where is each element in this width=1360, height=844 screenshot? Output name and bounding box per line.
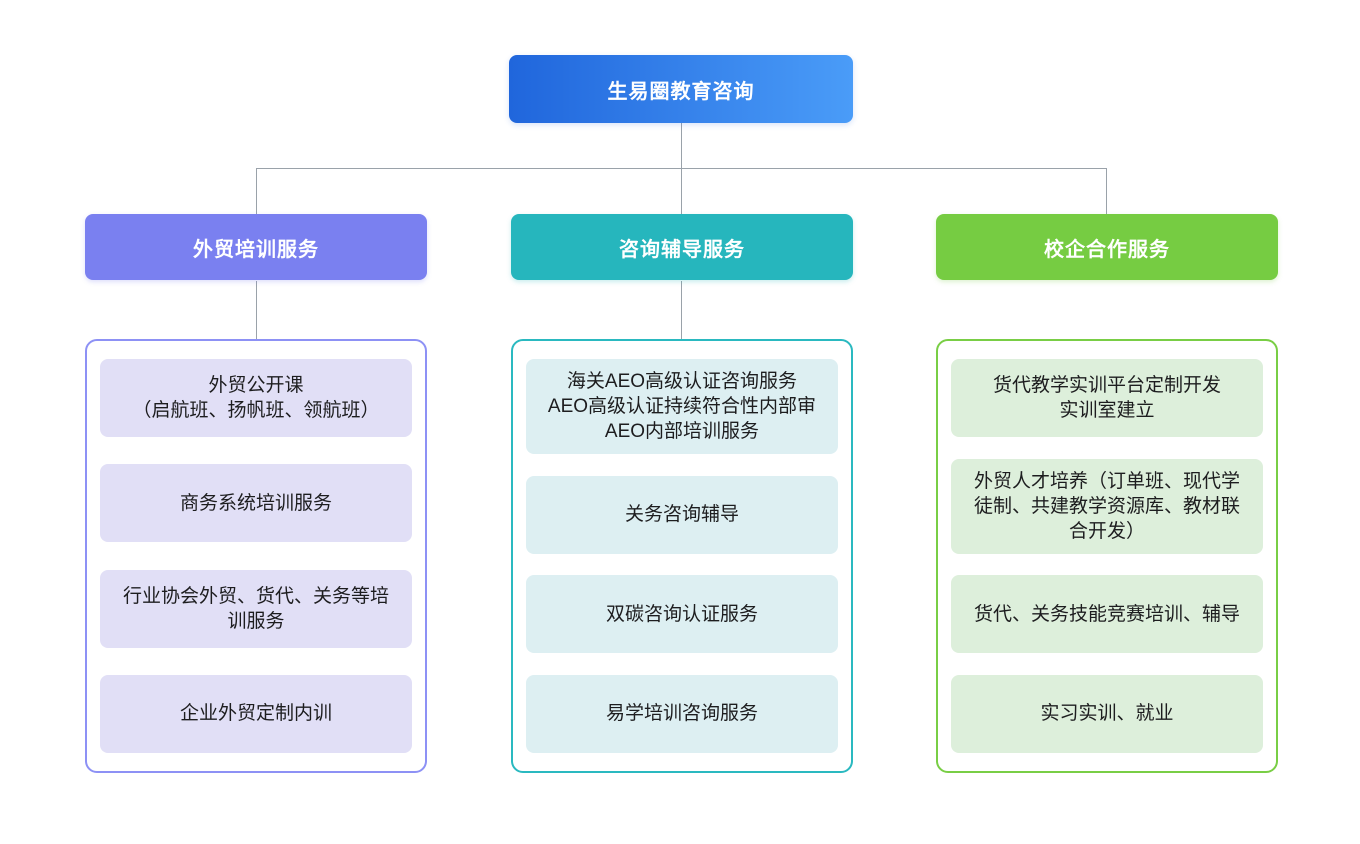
org-item: 双碳咨询认证服务	[526, 575, 838, 654]
connector-line	[256, 168, 257, 214]
branch-header-school-enterprise: 校企合作服务	[936, 214, 1278, 280]
org-item: 海关AEO高级认证咨询服务 AEO高级认证持续符合性内部审 AEO内部培训服务	[526, 359, 838, 454]
org-item: 行业协会外贸、货代、关务等培训服务	[100, 569, 412, 648]
org-item: 实习实训、就业	[951, 674, 1263, 753]
org-item: 易学培训咨询服务	[526, 674, 838, 753]
branch-box-foreign-trade-training: 外贸公开课 （启航班、扬帆班、领航班） 商务系统培训服务 行业协会外贸、货代、关…	[85, 339, 427, 773]
root-node: 生易圈教育咨询	[509, 55, 853, 123]
branch-header-foreign-trade-training: 外贸培训服务	[85, 214, 427, 280]
connector-line	[681, 281, 682, 339]
org-item: 商务系统培训服务	[100, 464, 412, 543]
connector-line	[681, 168, 682, 214]
org-item: 货代教学实训平台定制开发 实训室建立	[951, 359, 1263, 437]
branch-header-consulting-coaching: 咨询辅导服务	[511, 214, 853, 280]
org-item: 货代、关务技能竞赛培训、辅导	[951, 575, 1263, 654]
connector-line	[1106, 168, 1107, 214]
org-item: 外贸人才培养（订单班、现代学徒制、共建教学资源库、教材联合开发）	[951, 458, 1263, 554]
org-item: 外贸公开课 （启航班、扬帆班、领航班）	[100, 359, 412, 437]
connector-line	[256, 281, 257, 339]
org-item: 企业外贸定制内训	[100, 674, 412, 753]
connector-line	[681, 123, 682, 168]
branch-box-school-enterprise: 货代教学实训平台定制开发 实训室建立 外贸人才培养（订单班、现代学徒制、共建教学…	[936, 339, 1278, 773]
org-item: 关务咨询辅导	[526, 475, 838, 554]
branch-box-consulting-coaching: 海关AEO高级认证咨询服务 AEO高级认证持续符合性内部审 AEO内部培训服务 …	[511, 339, 853, 773]
